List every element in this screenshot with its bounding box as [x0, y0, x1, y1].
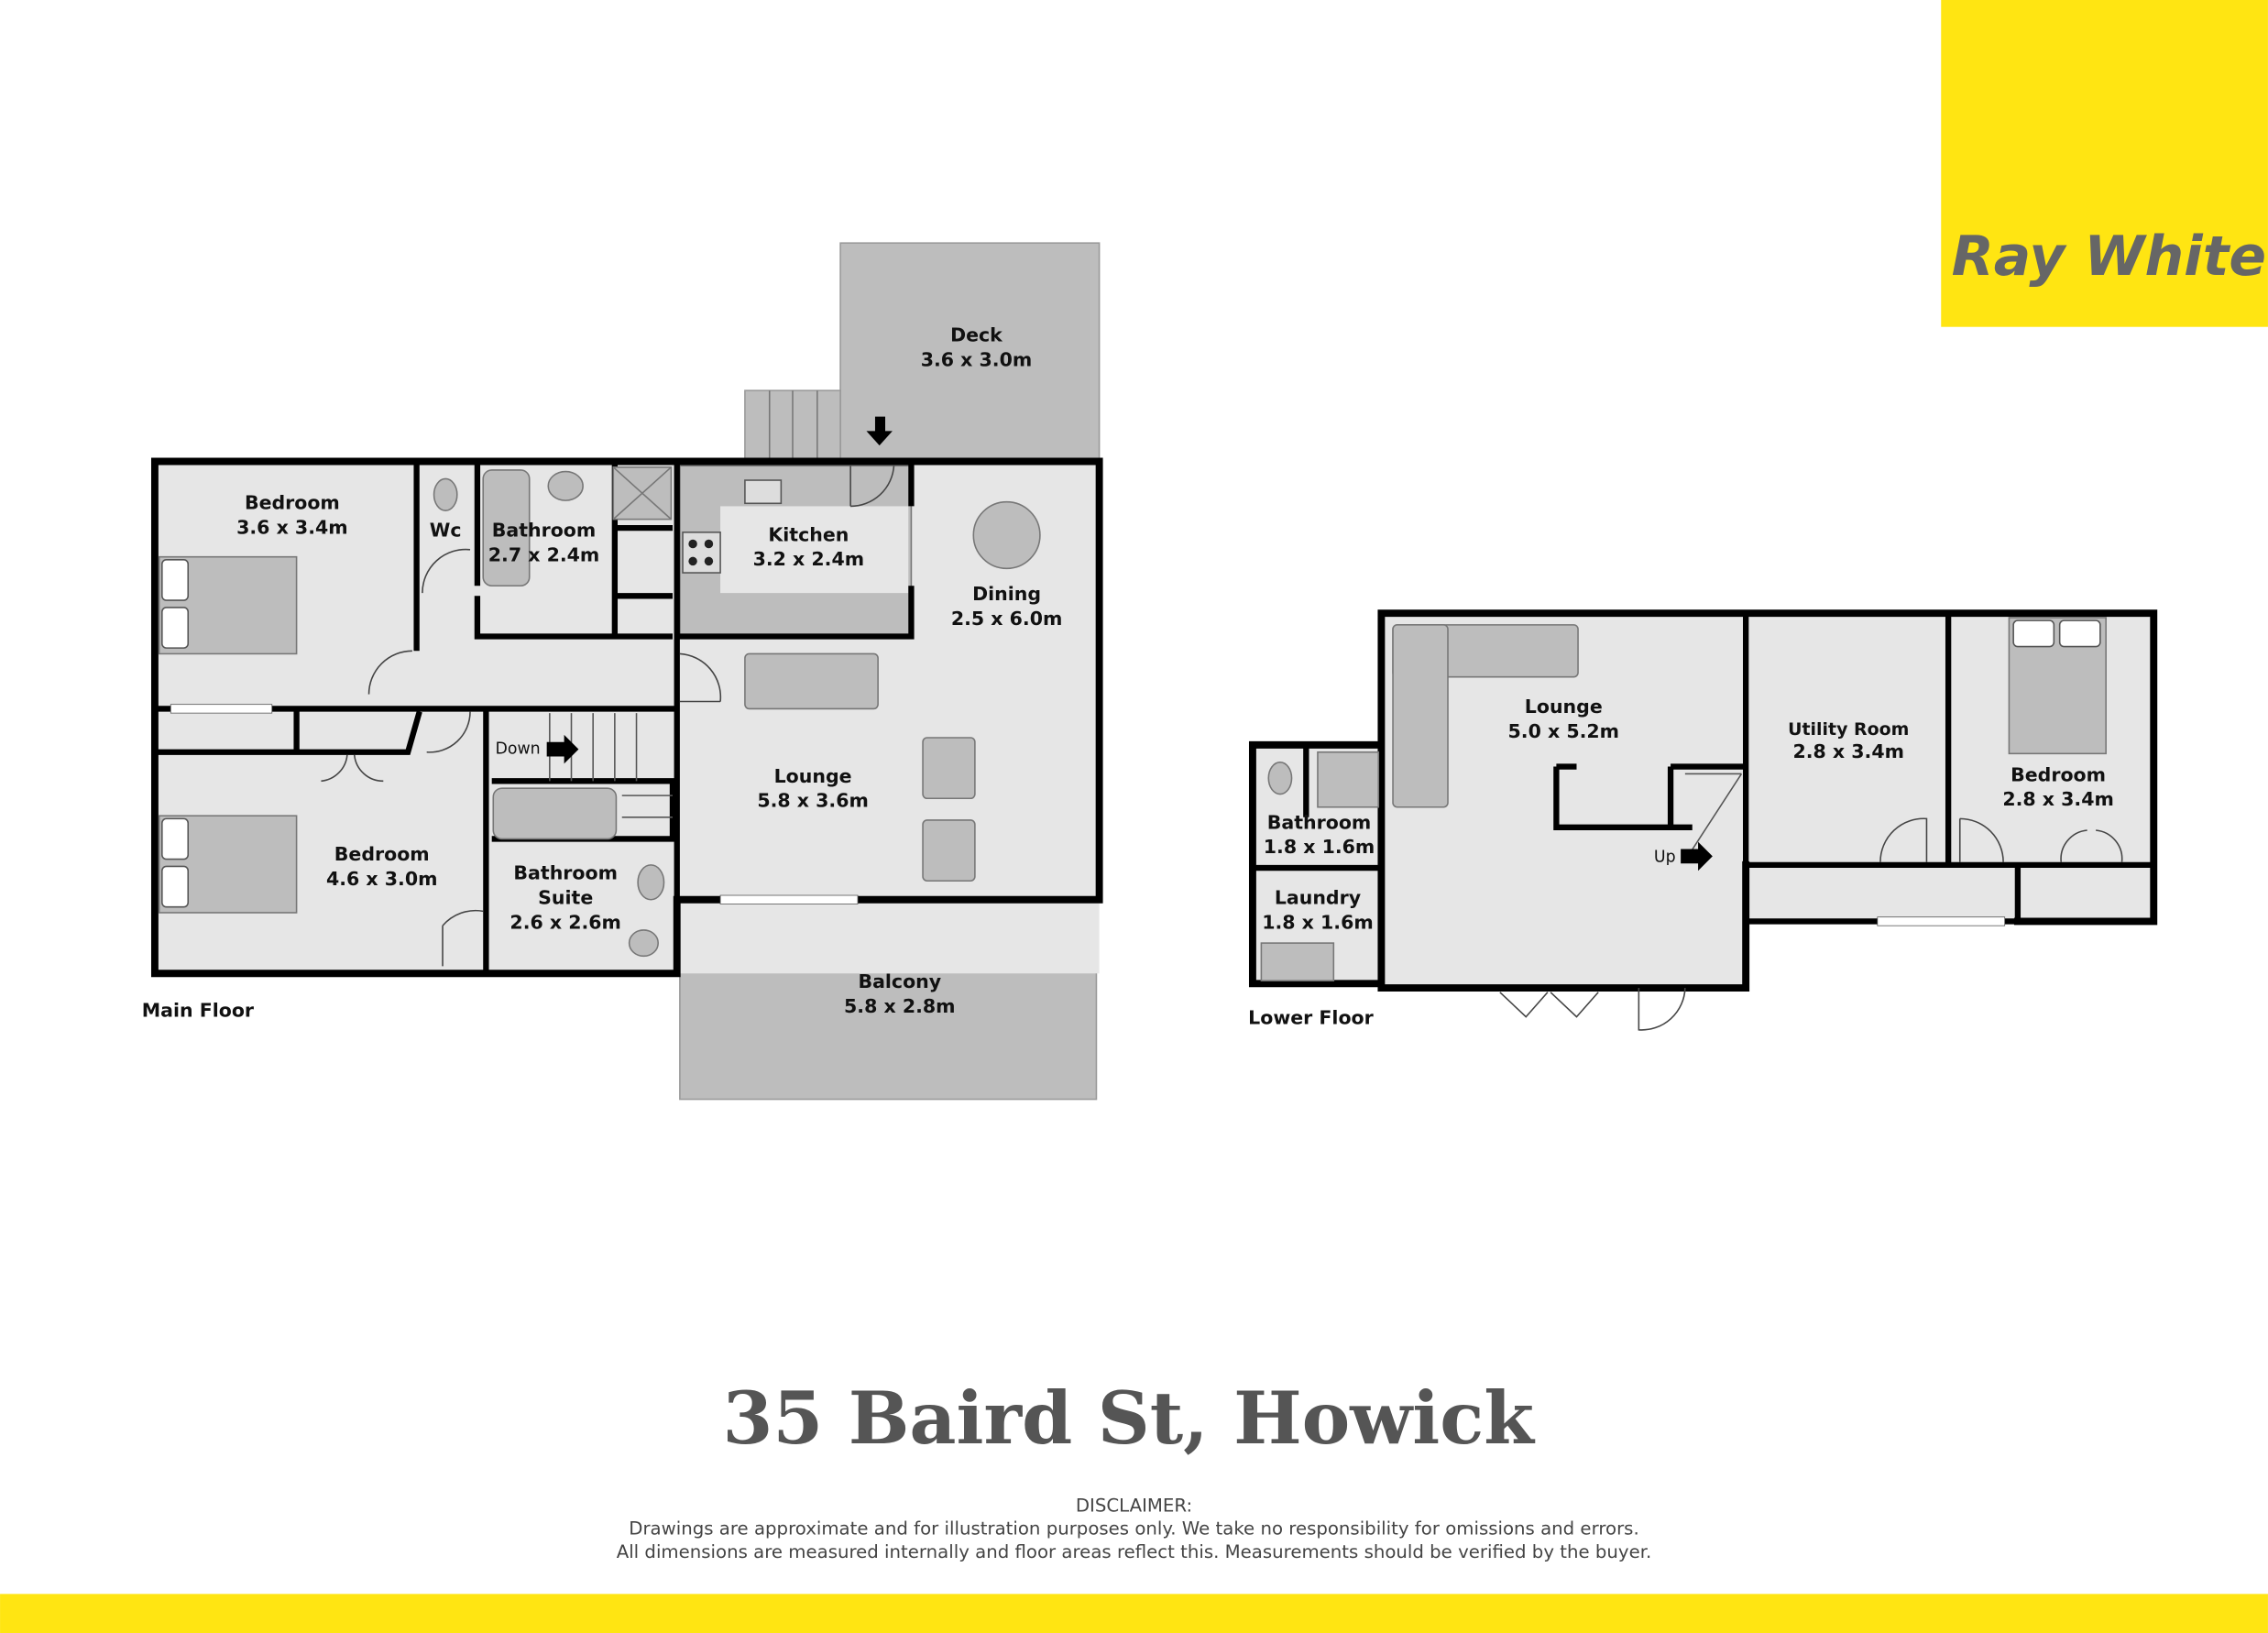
armchair-icon	[922, 737, 976, 800]
room-label: 5.8 x 2.8m	[844, 995, 956, 1017]
room-label: Bathroom	[492, 520, 597, 542]
cooktop-icon	[682, 532, 721, 574]
bed-icon	[158, 815, 298, 914]
room-label: Suite	[538, 886, 593, 908]
room-label: 3.6 x 3.0m	[921, 348, 1033, 370]
room-label: Bathroom	[1267, 811, 1372, 833]
property-address: 35 Baird St, Howick	[722, 1375, 1536, 1461]
lower-stairs	[1684, 773, 1743, 861]
room-label: Bedroom	[2011, 763, 2106, 785]
bed-icon	[158, 555, 298, 655]
sliding-door	[170, 704, 273, 714]
door-swings	[1499, 817, 2123, 1031]
corner-sofa-icon	[1392, 624, 1579, 808]
ray-white-logo: Ray White	[1941, 0, 2268, 327]
room-label: 5.8 x 3.6m	[757, 790, 869, 812]
room-label: Down	[496, 740, 541, 758]
main-floor-label: Main Floor	[142, 1000, 255, 1022]
room-label: Kitchen	[768, 523, 849, 545]
room-label: Bedroom	[334, 843, 430, 865]
lower-floor-label: Lower Floor	[1248, 1006, 1374, 1028]
basin-icon	[637, 864, 665, 901]
room-label: 1.8 x 1.6m	[1262, 911, 1374, 933]
room-label: Utility Room	[1788, 719, 1909, 740]
room-label: Laundry	[1275, 886, 1361, 908]
toilet-icon	[433, 477, 458, 511]
room-label: 3.6 x 3.4m	[236, 516, 348, 538]
room-label: Bathroom	[513, 862, 618, 884]
room-label: Dining	[972, 583, 1041, 605]
sofa-icon	[744, 652, 879, 710]
sliding-door	[1877, 916, 2006, 926]
room-label: 5.0 x 5.2m	[1508, 720, 1620, 742]
armchair-icon	[922, 819, 976, 882]
toilet-icon	[1267, 762, 1293, 795]
toilet-icon	[628, 929, 659, 958]
room-label: Lounge	[1525, 696, 1603, 718]
bed-icon	[2008, 617, 2107, 755]
bathtub-icon	[482, 469, 531, 587]
room-label: 2.7 x 2.4m	[488, 543, 600, 565]
disclaimer-line-1: Drawings are approximate and for illustr…	[629, 1518, 1638, 1540]
room-label: Wc	[430, 520, 462, 542]
room-label: Bedroom	[245, 492, 340, 514]
room-label: Lounge	[774, 765, 852, 787]
shower-icon	[1317, 751, 1380, 808]
sliding-door	[719, 894, 859, 904]
room-label: Balcony	[858, 970, 941, 992]
room-label: 2.6 x 2.6m	[509, 911, 621, 933]
room-label: Deck	[950, 323, 1003, 345]
room-label: 2.5 x 6.0m	[951, 608, 1063, 630]
dining-table-icon	[972, 500, 1041, 570]
footer-bar	[0, 1594, 2268, 1633]
deck-stairs	[744, 389, 841, 463]
room-label: 2.8 x 3.4m	[1792, 740, 1904, 762]
bathtub-icon	[492, 787, 618, 840]
room-label: 4.6 x 3.0m	[326, 868, 437, 890]
room-label: 3.2 x 2.4m	[753, 548, 865, 570]
disclaimer-line-2: All dimensions are measured internally a…	[617, 1541, 1652, 1562]
up-arrow-icon	[1681, 841, 1713, 871]
room-label: 2.8 x 3.4m	[2002, 788, 2114, 810]
room-label: 1.8 x 1.6m	[1264, 836, 1375, 858]
laundry-tub-icon	[1260, 942, 1335, 981]
room-label: Up	[1654, 849, 1676, 867]
room-label: Ray White	[1952, 225, 2267, 289]
kitchen-sink-icon	[744, 479, 783, 505]
basin-icon	[547, 470, 584, 501]
door-swings	[321, 466, 895, 967]
disclaimer-heading: DISCLAIMER:	[1076, 1495, 1192, 1516]
